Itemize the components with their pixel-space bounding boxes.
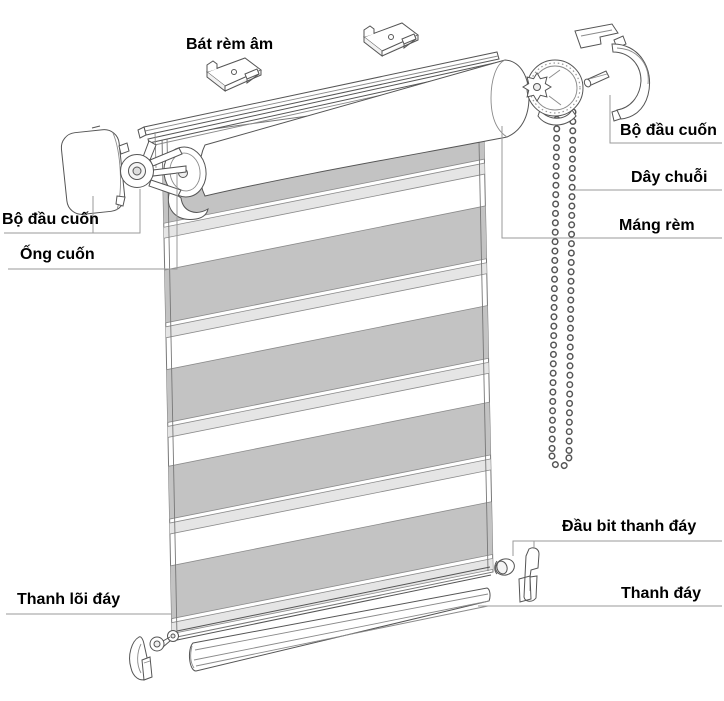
leader-end-cap-left [4,189,140,233]
label-bottom-end-cap: Đầu bit thanh đáy [562,518,697,535]
clutch-assembly-right [523,24,650,125]
label-end-cap-left: Bộ đầu cuốn [2,211,99,228]
clutch-bracket-plate [575,24,618,48]
leader-tube [8,172,177,269]
leader-lines [4,95,722,614]
label-bottom-core-bar: Thanh lõi đáy [17,591,121,608]
mounting-bracket-left [206,57,262,92]
end-cap-left [60,126,129,216]
bottom-core-bar [168,567,492,642]
fabric-light-strips [162,158,493,638]
leader-bottom-end-cap [513,541,722,556]
label-rail: Máng rèm [619,217,695,234]
bottom-bar-hook-clip-right [519,548,539,602]
label-tube: Ống cuốn [20,246,95,263]
bottom-bar-nut-right [493,556,516,577]
bottom-bar-screw-plug-left [150,637,170,651]
label-clutch-right: Bộ đầu cuốn [620,122,717,139]
bead-chain [552,110,573,467]
label-top-bracket: Bát rèm âm [186,36,274,53]
label-bottom-bar: Thanh đáy [621,585,702,602]
mounting-bracket-right [363,22,419,57]
fabric-panel [140,92,510,640]
clutch-pin [583,71,609,88]
tube-plug-left [121,141,187,196]
label-chain: Dây chuỗi [631,169,708,186]
bottom-bar [189,588,490,671]
clutch-cover [612,36,650,121]
leader-rail [502,126,722,238]
leader-clutch-right [610,95,722,143]
bottom-bar-end-cap-left [130,637,152,680]
head-rail [138,52,500,168]
